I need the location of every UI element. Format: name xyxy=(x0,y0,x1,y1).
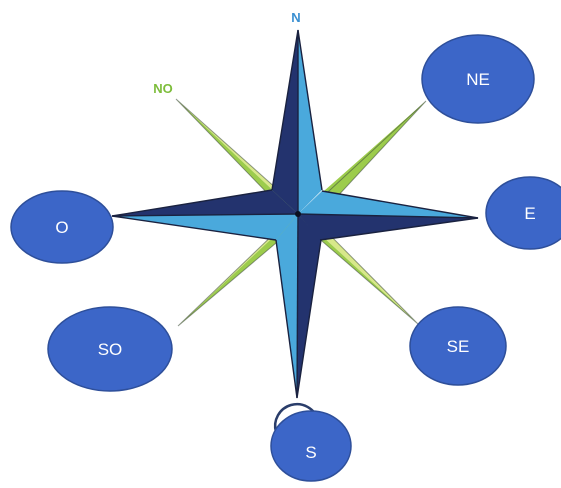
bubble-o: O xyxy=(11,191,113,263)
bubble-o-label: O xyxy=(55,218,68,237)
bubble-so-label: SO xyxy=(98,340,123,359)
center-point xyxy=(295,211,301,217)
northwest-label: NO xyxy=(153,81,173,96)
bubble-se-label: SE xyxy=(447,337,470,356)
bubble-e: E xyxy=(486,177,561,249)
bubble-ne-label: NE xyxy=(466,70,490,89)
bubble-e-label: E xyxy=(524,204,535,223)
point-s-light xyxy=(276,214,298,398)
point-w-light xyxy=(112,214,298,240)
bubble-s-label: S xyxy=(305,443,316,462)
bubble-s: S xyxy=(271,411,351,481)
bubble-ne: NE xyxy=(422,35,534,123)
north-label: N xyxy=(291,10,300,25)
bubble-se: SE xyxy=(410,307,506,385)
bubble-so: SO xyxy=(48,307,172,391)
